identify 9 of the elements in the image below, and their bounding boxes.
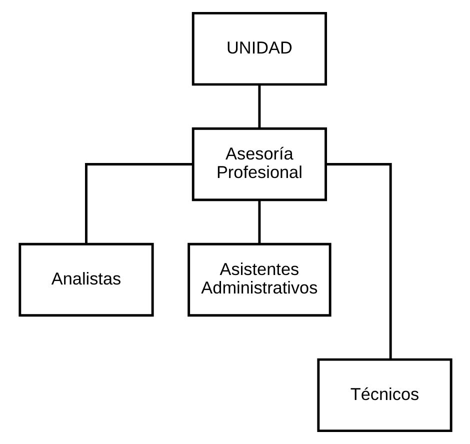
connector <box>325 163 392 360</box>
node-box: Asesoría Profesional <box>191 127 327 202</box>
node-box: UNIDAD <box>191 12 327 86</box>
connector <box>84 163 192 244</box>
connector <box>258 200 260 244</box>
node-box: Asistentes Administrativos <box>187 242 331 317</box>
connector <box>258 84 260 128</box>
node-box: Analistas <box>18 242 154 317</box>
node-box: Técnicos <box>316 358 452 432</box>
